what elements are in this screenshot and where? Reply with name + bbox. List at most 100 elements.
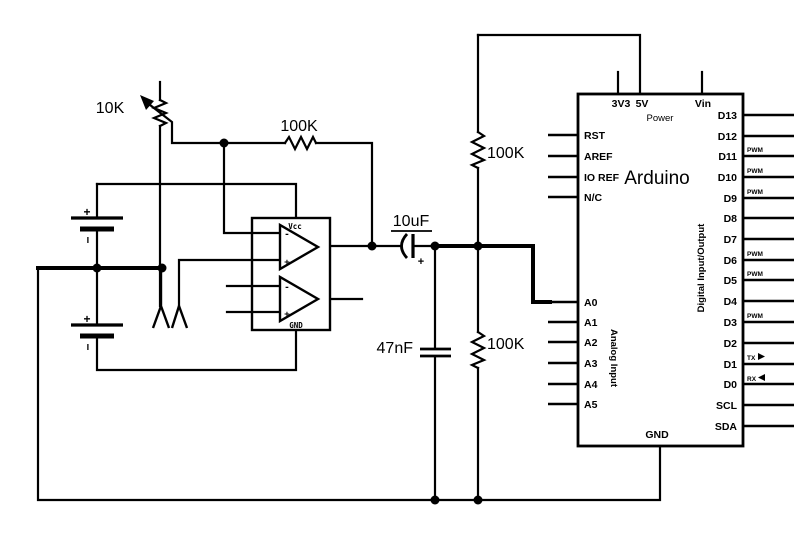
pin-label-ioref: IO REF — [584, 172, 620, 184]
wire-battery2-gnd — [95, 328, 298, 372]
opamp1-inverting-sign: - — [284, 230, 289, 240]
wire-a0 — [433, 244, 552, 304]
wire-net — [36, 33, 704, 502]
pwm-tag-d9: PWM — [747, 189, 763, 196]
junction-dot — [367, 241, 377, 251]
resistor-divider-top-zigzag — [469, 130, 487, 170]
pin-label-scl: SCL — [716, 400, 738, 412]
resistor-feedback-zigzag — [283, 134, 318, 152]
pin-label-d10: D10 — [718, 172, 737, 184]
digital-io-group-label: Digital Input/Output — [696, 223, 707, 312]
battery1-plus-sign: + — [83, 205, 90, 219]
rx-arrow-icon — [758, 374, 765, 381]
pin-label-5v: 5V — [636, 98, 649, 110]
opamp2-inverting-sign: - — [284, 283, 289, 293]
pin-label-a3: A3 — [584, 358, 598, 370]
wire-noninverting-input — [177, 258, 282, 308]
divider-bottom-resistor-label: 100K — [487, 336, 525, 353]
wire-ground-rail — [36, 266, 662, 502]
opamp-vcc-label: Vcc — [288, 222, 302, 231]
wire-5v-rail — [476, 33, 642, 96]
pin-label-d5: D5 — [724, 275, 738, 287]
opamp2-triangle — [278, 274, 321, 324]
resistor-divider-bottom-zigzag — [469, 330, 487, 370]
analog-input-group-label: Analog Input — [608, 329, 619, 388]
arduino-board: 3V3 5V Vin Power Arduino RST AREF IO REF… — [548, 92, 794, 448]
junction-dot — [473, 495, 483, 505]
battery2 — [71, 323, 123, 339]
pin-label-sda: SDA — [715, 421, 738, 433]
pin-label-d12: D12 — [718, 131, 737, 143]
battery2-plus-sign: + — [83, 312, 90, 326]
junction-dot — [430, 495, 440, 505]
rx-tag-d0: RX — [747, 376, 757, 383]
probe-connector-right — [170, 302, 189, 329]
battery2-minus-sign: − — [81, 343, 95, 350]
junction-dots — [92, 138, 483, 505]
power-group-label: Power — [647, 113, 674, 124]
pin-label-d11: D11 — [718, 151, 737, 163]
pin-label-a4: A4 — [584, 379, 598, 391]
pin-label-a5: A5 — [584, 399, 598, 411]
pin-label-d3: D3 — [724, 317, 738, 329]
divider-top-resistor-label: 100K — [487, 145, 525, 162]
pot-label: 10K — [96, 100, 125, 117]
junction-dot — [157, 263, 167, 273]
junction-dot — [219, 138, 229, 148]
pin-label-d4: D4 — [724, 296, 738, 308]
wire-feedback-right — [314, 141, 374, 248]
junction-dot — [473, 241, 483, 251]
pin-label-d1: D1 — [724, 359, 738, 371]
battery1 — [71, 216, 123, 232]
pin-label-nc: N/C — [584, 192, 603, 204]
filter-cap-label: 47nF — [377, 340, 414, 357]
pin-label-d9: D9 — [724, 193, 738, 205]
pin-label-d13: D13 — [718, 110, 737, 122]
pwm-tag-d10: PWM — [747, 168, 763, 175]
pin-label-a0: A0 — [584, 297, 598, 309]
pin-label-aref: AREF — [584, 151, 613, 163]
opamp-ic: - + - + Vcc GND — [250, 216, 332, 332]
wire-wiper — [143, 99, 226, 145]
pin-label-3v3: 3V3 — [612, 98, 631, 110]
tx-arrow-icon — [758, 353, 765, 360]
pin-label-vin: Vin — [695, 98, 711, 110]
resistor-pot-zigzag — [151, 98, 169, 128]
coupling-capacitor — [400, 233, 415, 259]
electrode-connectors — [151, 268, 189, 329]
arduino-body — [576, 92, 745, 448]
arduino-title: Arduino — [624, 168, 690, 189]
pin-label-a1: A1 — [584, 317, 598, 329]
opamp1-triangle — [278, 222, 321, 272]
wire-vcc-feed — [95, 182, 298, 220]
arduino-right-pin-stubs — [743, 113, 794, 428]
pwm-tag-d5: PWM — [747, 271, 763, 278]
tx-tag-d1: TX — [747, 355, 756, 362]
pin-label-d6: D6 — [724, 255, 738, 267]
pin-label-d7: D7 — [724, 234, 738, 246]
coupling-cap-plus-sign: + — [418, 256, 424, 268]
pin-label-rst: RST — [584, 130, 606, 142]
pin-label-d8: D8 — [724, 213, 738, 225]
battery1-minus-sign: − — [81, 236, 95, 243]
pwm-tag-d6: PWM — [747, 251, 763, 258]
arduino-left-pin-stubs — [548, 133, 578, 406]
pwm-tag-d11: PWM — [747, 147, 763, 154]
opamp-internal-leads — [252, 231, 280, 314]
arduino-gnd-label: GND — [645, 429, 669, 441]
opamp-gnd-label: GND — [289, 321, 303, 330]
filter-capacitor — [420, 347, 451, 358]
pwm-tag-d3: PWM — [747, 313, 763, 320]
pin-label-d0: D0 — [724, 379, 738, 391]
pin-label-a2: A2 — [584, 337, 598, 349]
junction-dot — [430, 241, 440, 251]
pot-wiper-arrowhead — [140, 95, 154, 110]
coupling-cap-curved-plate — [400, 233, 409, 259]
pin-label-d2: D2 — [724, 338, 738, 350]
probe-connector-left — [151, 268, 171, 329]
junction-dot — [92, 263, 102, 273]
opamp2-noninverting-sign: + — [284, 310, 290, 320]
opamp1-noninverting-sign: + — [284, 258, 290, 268]
feedback-resistor-label: 100K — [280, 118, 318, 135]
